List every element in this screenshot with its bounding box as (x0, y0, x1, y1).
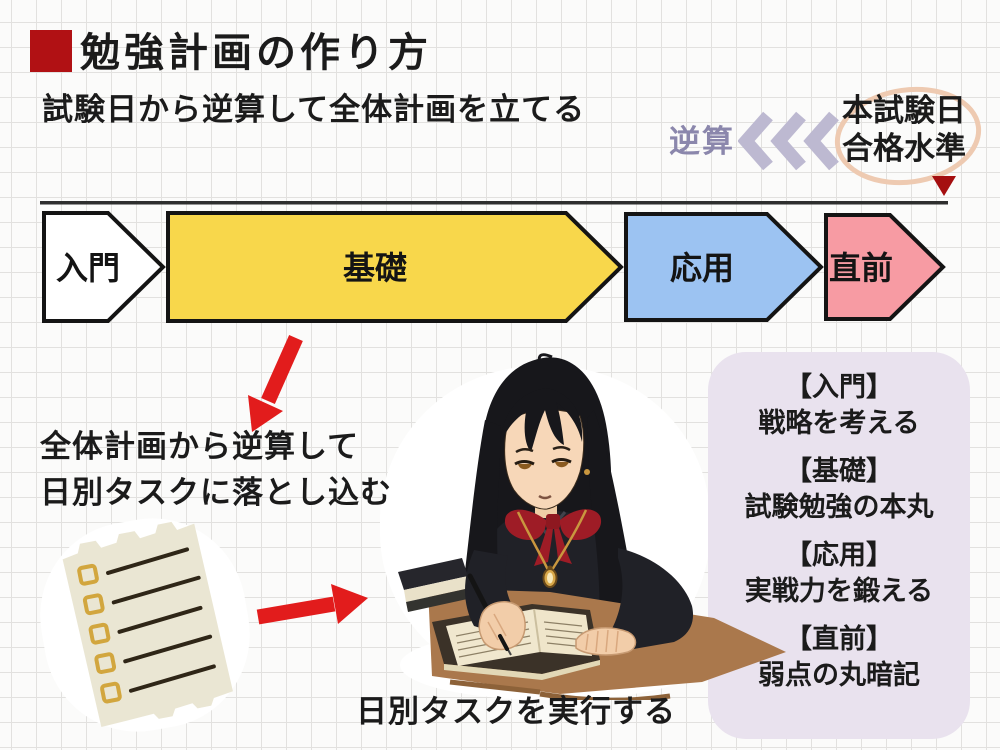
page-title: 勉強計画の作り方 (80, 30, 432, 75)
exam-day-text: 本試験日 (842, 93, 966, 128)
panel-item-intro: 【入門】 戦略を考える (708, 369, 970, 441)
arrow-right-icon (256, 584, 368, 625)
stage-label-intro: 入門 (56, 250, 120, 286)
panel-header: 【入門】 (785, 372, 893, 402)
eyebrows (515, 446, 571, 454)
panel-header: 【直前】 (785, 624, 893, 654)
reverse-chevrons-icon (738, 111, 839, 171)
pendant-icon (542, 565, 558, 588)
breakdown-text: 全体計画から逆算して 日別タスクに落とし込む (40, 424, 392, 516)
panel-item-applied: 【応用】 実戦力を鍛える (708, 537, 970, 609)
earring-icon (584, 469, 590, 475)
title-bullet-square (30, 30, 72, 72)
timeline-axis-line (40, 201, 948, 205)
task-rows (77, 547, 216, 704)
panel-item-final: 【直前】 弱点の丸暗記 (708, 621, 970, 693)
hand-drawn-ellipse (834, 86, 982, 186)
breakdown-line1: 全体計画から逆算して (40, 429, 360, 464)
desk-brush-edge (449, 679, 671, 700)
stage-arrow-basic (166, 211, 624, 323)
stage-label-applied: 応用 (670, 250, 734, 286)
panel-desc: 弱点の丸暗記 (758, 660, 920, 690)
panel-item-basic: 【基礎】 試験勉強の本丸 (708, 453, 970, 525)
caption-execute-tasks: 日別タスクを実行する (356, 694, 676, 729)
resting-hand (575, 627, 637, 656)
panel-header: 【基礎】 (785, 456, 893, 486)
pass-level-text: 合格水準 (842, 131, 966, 166)
studying-girl-illustration (398, 353, 786, 700)
stage-arrow-final (824, 213, 946, 321)
stage-arrow-applied (624, 212, 824, 322)
panel-desc: 実戦力を鍛える (744, 576, 934, 606)
panel-desc: 試験勉強の本丸 (744, 492, 934, 522)
breakdown-line2: 日別タスクに落とし込む (40, 475, 392, 510)
book-stack (398, 558, 472, 612)
arrow-down-icon (248, 334, 303, 432)
exam-highlight-ellipse (834, 86, 982, 186)
writing-hand (478, 601, 526, 651)
study-timeline: 入門 基礎 応用 直前 (40, 201, 948, 323)
hair-bangs (500, 388, 583, 452)
stage-label-basic: 基礎 (343, 250, 407, 286)
stage-arrow-intro (42, 211, 166, 323)
exam-marker-triangle-icon (932, 176, 956, 196)
mouth (538, 494, 552, 500)
exam-goal-label: 本試験日 合格水準 (842, 92, 966, 168)
page-subtitle: 試験日から逆算して全体計画を立てる (42, 92, 586, 127)
right-sleeve (604, 548, 694, 650)
stage-label-final: 直前 (829, 250, 893, 286)
checklist-illustration (62, 521, 233, 728)
panel-desc: 戦略を考える (758, 408, 920, 438)
ribbon-bow (504, 509, 602, 566)
panel-header: 【応用】 (785, 540, 893, 570)
eyes (514, 458, 572, 470)
stage-description-panel: 【入門】 戦略を考える 【基礎】 試験勉強の本丸 【応用】 実戦力を鍛える 【直… (708, 352, 970, 739)
necklace-chain (516, 509, 588, 571)
reverse-calc-label: 逆算 (669, 124, 735, 159)
